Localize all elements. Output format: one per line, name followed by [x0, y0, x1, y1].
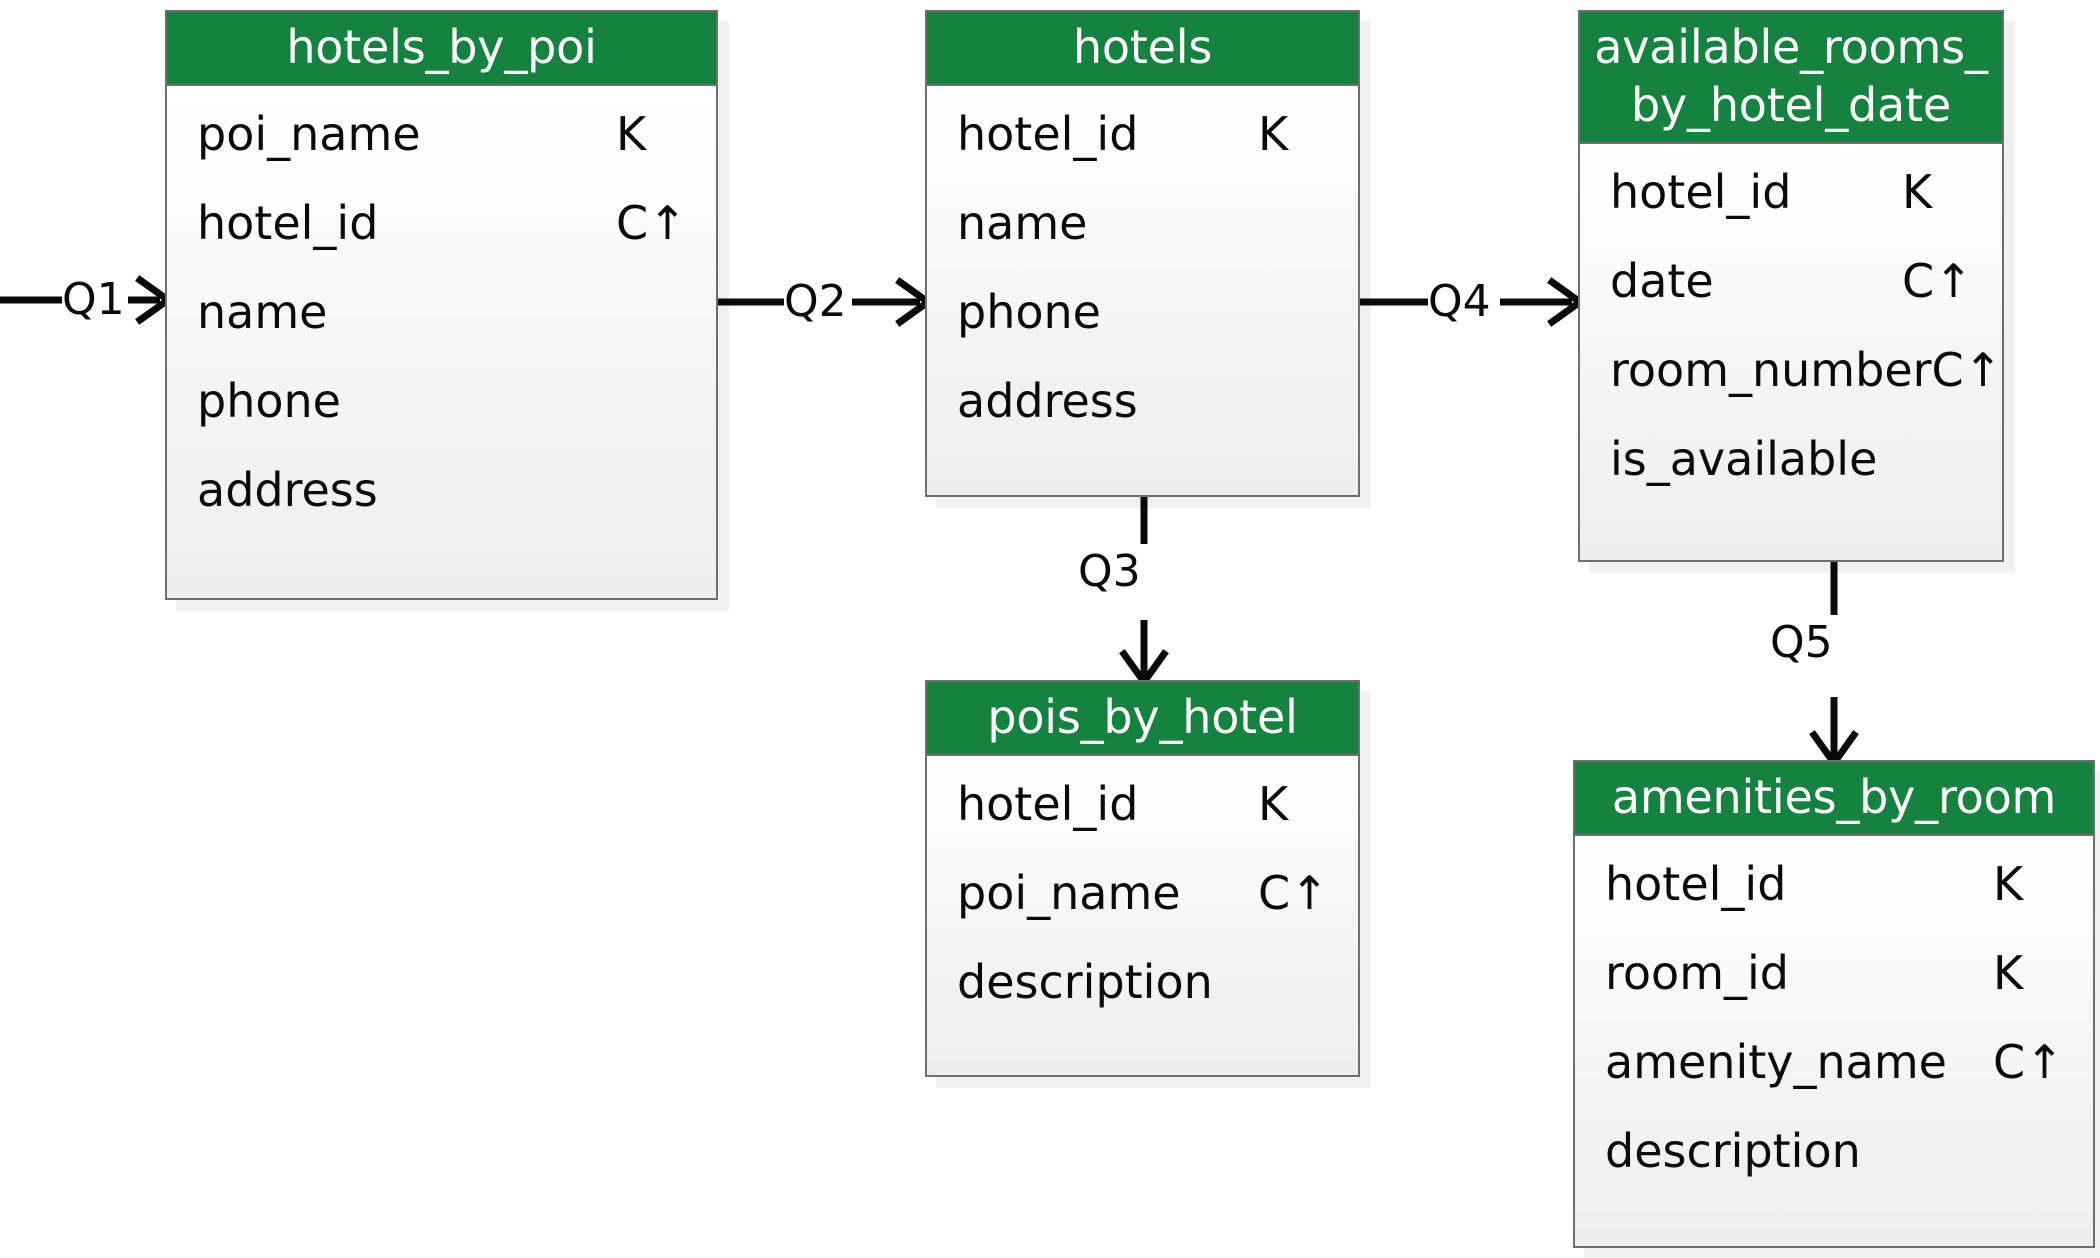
column-name: phone [197, 374, 341, 428]
connector-q2: Q2 [712, 276, 935, 327]
table-row: hotel_id K [1580, 166, 2002, 255]
column-name: description [1605, 1124, 1861, 1178]
column-name: hotel_id [1610, 165, 1792, 219]
table-row: name [927, 197, 1358, 286]
table-row: is_available [1580, 433, 2002, 522]
table-columns: hotel_id K room_id K amenity_name C↑ des… [1575, 836, 2093, 1246]
connector-q4-label: Q4 [1428, 276, 1491, 327]
column-name: hotel_id [957, 107, 1139, 161]
table-title: available_rooms_ by_hotel_date [1580, 12, 2002, 144]
table-row: name [167, 286, 716, 375]
column-name: is_available [1610, 432, 1878, 486]
column-key-marker: K [1993, 946, 2024, 1000]
column-name: date [1610, 254, 1714, 308]
column-name: amenity_name [1605, 1035, 1947, 1089]
table-row: amenity_name C↑ [1575, 1036, 2093, 1125]
table-row: date C↑ [1580, 255, 2002, 344]
column-key-marker: K [1902, 165, 1933, 219]
column-name: hotel_id [1605, 857, 1787, 911]
column-key-marker: K [1993, 857, 2024, 911]
table-hotels[interactable]: hotels hotel_id K name phone address [925, 10, 1360, 497]
column-key-marker: K [1258, 777, 1289, 831]
table-hotels-by-poi[interactable]: hotels_by_poi poi_name K hotel_id C↑ nam… [165, 10, 718, 600]
table-row: hotel_id K [1575, 858, 2093, 947]
column-name: address [197, 463, 378, 517]
table-row: phone [927, 286, 1358, 375]
connector-q1-label: Q1 [62, 274, 125, 325]
column-key-marker: C↑ [1993, 1035, 2064, 1089]
table-title: hotels_by_poi [167, 12, 716, 86]
table-row: hotel_id K [927, 108, 1358, 197]
column-key-marker: C↑ [1258, 866, 1329, 920]
table-columns: poi_name K hotel_id C↑ name phone addres… [167, 86, 716, 598]
column-key-marker: K [1258, 107, 1289, 161]
table-columns: hotel_id K poi_name C↑ description [927, 756, 1358, 1075]
table-available-rooms-by-hotel-date[interactable]: available_rooms_ by_hotel_date hotel_id … [1578, 10, 2004, 562]
table-title: hotels [927, 12, 1358, 86]
table-columns: hotel_id K name phone address [927, 86, 1358, 495]
column-name: hotel_id [957, 777, 1139, 831]
table-row: hotel_id K [927, 778, 1358, 867]
column-name: name [957, 196, 1088, 250]
table-row: description [927, 956, 1358, 1045]
column-name: room_number [1610, 343, 1932, 397]
connector-q1: Q1 [0, 274, 175, 325]
table-row: hotel_id C↑ [167, 197, 716, 286]
column-name: phone [957, 285, 1101, 339]
table-row: room_number C↑ [1580, 344, 2002, 433]
column-name: hotel_id [197, 196, 379, 250]
table-row: address [927, 375, 1358, 464]
table-row: address [167, 464, 716, 553]
connector-q5: Q5 [1770, 557, 1860, 770]
table-row: room_id K [1575, 947, 2093, 1036]
table-title: pois_by_hotel [927, 682, 1358, 756]
table-row: description [1575, 1125, 2093, 1214]
column-key-marker: C↑ [1931, 343, 2003, 397]
table-title: amenities_by_room [1575, 762, 2093, 836]
connector-q4: Q4 [1354, 276, 1587, 327]
column-key-marker: C↑ [1902, 254, 1973, 308]
column-name: room_id [1605, 946, 1789, 1000]
column-name: address [957, 374, 1138, 428]
column-name: poi_name [957, 866, 1181, 920]
connector-q3-label: Q3 [1078, 546, 1141, 597]
table-columns: hotel_id K date C↑ room_number C↑ is_ava… [1580, 144, 2002, 560]
table-row: poi_name C↑ [927, 867, 1358, 956]
connector-q2-label: Q2 [784, 276, 847, 327]
column-name: name [197, 285, 328, 339]
connector-q3: Q3 [1078, 492, 1170, 689]
connector-q5-label: Q5 [1770, 617, 1833, 668]
column-name: poi_name [197, 107, 421, 161]
table-row: phone [167, 375, 716, 464]
table-amenities-by-room[interactable]: amenities_by_room hotel_id K room_id K a… [1573, 760, 2095, 1248]
column-key-marker: C↑ [616, 196, 687, 250]
table-pois-by-hotel[interactable]: pois_by_hotel hotel_id K poi_name C↑ des… [925, 680, 1360, 1077]
table-row: poi_name K [167, 108, 716, 197]
column-name: description [957, 955, 1213, 1009]
column-key-marker: K [616, 107, 647, 161]
